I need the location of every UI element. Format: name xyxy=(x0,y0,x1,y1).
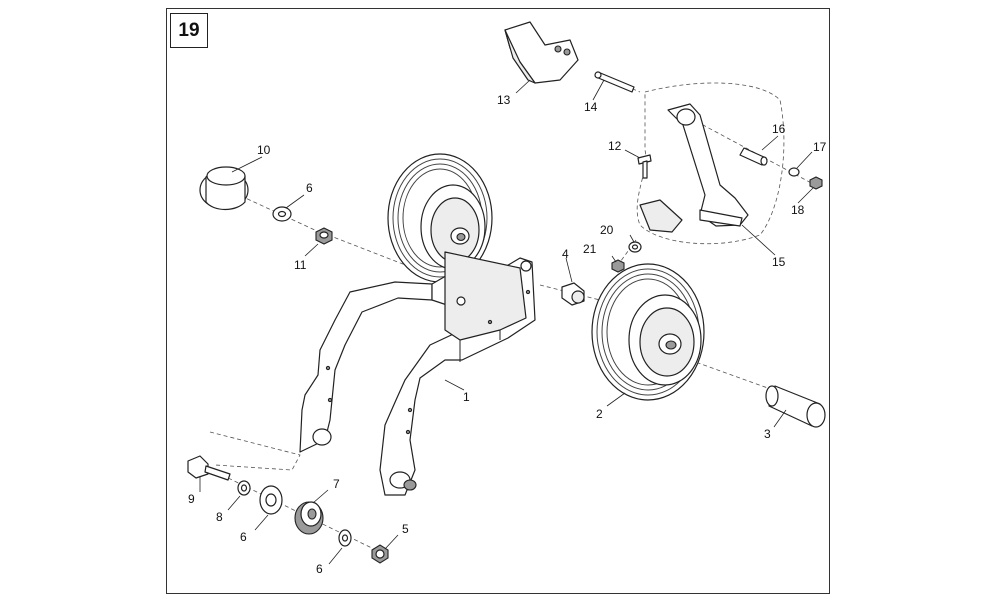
callout-4: 4 xyxy=(562,247,569,261)
part-4-axle-bolt xyxy=(561,282,585,306)
callout-labels: 1 2 3 4 5 6 6 6 7 8 9 10 11 12 13 14 15 … xyxy=(188,93,827,576)
part-14-pin xyxy=(594,71,635,93)
part-10-end-cap xyxy=(199,166,249,211)
part-2-wheel xyxy=(591,263,705,401)
part-18-nut xyxy=(809,176,823,190)
callout-15: 15 xyxy=(772,255,786,269)
part-16-sleeve xyxy=(739,147,768,166)
part-6-washer-small xyxy=(338,529,352,547)
leader-lines xyxy=(199,79,814,565)
part-17-washer xyxy=(788,167,800,177)
wheel-rear xyxy=(387,153,493,283)
part-11-nut xyxy=(315,227,333,245)
callout-16: 16 xyxy=(772,122,786,136)
callout-10: 10 xyxy=(257,143,271,157)
part-5-nut xyxy=(371,544,389,564)
callout-17: 17 xyxy=(813,140,827,154)
callout-20: 20 xyxy=(600,223,614,237)
callout-6-c: 6 xyxy=(306,181,313,195)
callout-8: 8 xyxy=(216,510,223,524)
callout-3: 3 xyxy=(764,427,771,441)
callout-21: 21 xyxy=(583,242,597,256)
callout-7: 7 xyxy=(333,477,340,491)
part-15-lever-arm xyxy=(639,103,749,233)
callout-11: 11 xyxy=(294,258,307,272)
callout-18: 18 xyxy=(791,203,805,217)
callout-5: 5 xyxy=(402,522,409,536)
callout-2: 2 xyxy=(596,407,603,421)
part-1-frame xyxy=(299,251,536,496)
callout-13: 13 xyxy=(497,93,511,107)
figure-number: 19 xyxy=(178,19,200,41)
part-6-washer-upper xyxy=(272,206,292,222)
part-12-bolt xyxy=(637,154,652,179)
callout-6-a: 6 xyxy=(240,530,247,544)
callout-9: 9 xyxy=(188,492,195,506)
diagram-frame xyxy=(166,8,830,594)
part-7-spacer xyxy=(294,501,324,535)
callout-12: 12 xyxy=(608,139,622,153)
part-9-bolt xyxy=(187,455,231,481)
part-3-axle-tube xyxy=(765,385,826,428)
part-13-bracket xyxy=(504,21,579,84)
callout-6-b: 6 xyxy=(316,562,323,576)
part-21-nut xyxy=(611,259,625,273)
part-8-washer xyxy=(237,480,251,496)
figure-number-box: 19 xyxy=(170,13,208,48)
callout-14: 14 xyxy=(584,100,598,114)
part-6-washer-large xyxy=(259,485,283,515)
part-20-washer xyxy=(628,241,642,253)
callout-1: 1 xyxy=(463,390,470,404)
